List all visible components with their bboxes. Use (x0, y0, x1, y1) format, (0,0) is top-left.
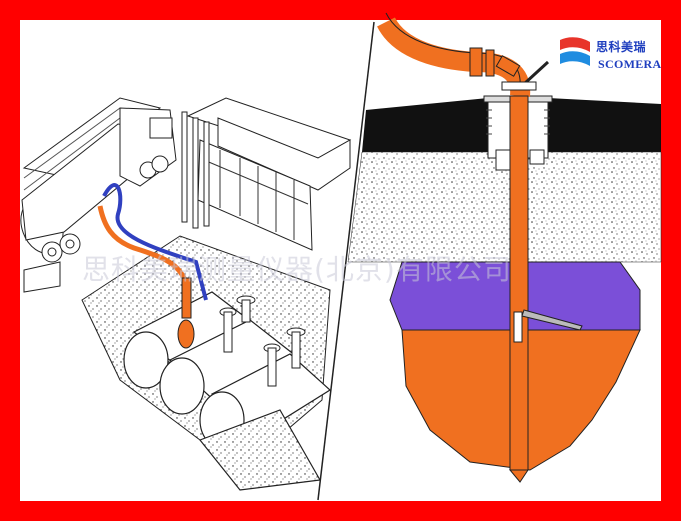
vapor-hose-blue (102, 183, 208, 301)
logo-name-cn: 思科美瑞 (596, 40, 647, 54)
drop-tube-left (177, 277, 195, 349)
tank-risers (219, 295, 306, 387)
vent-probe (522, 60, 550, 86)
gravel-backfill (347, 151, 662, 263)
station-building-wall (197, 139, 313, 251)
underground-tanks (123, 291, 331, 491)
ground-surface-layer (362, 98, 488, 152)
fill-pipe-coupler (469, 47, 521, 77)
tanker-truck (20, 97, 177, 293)
right-panel-cross-section (347, 12, 662, 483)
scomera-logo-mark (560, 37, 590, 66)
delivery-hose-orange (97, 205, 189, 319)
vent-pipes (181, 111, 210, 229)
drop-tube-outlet (508, 469, 529, 483)
overfill-valve-float (521, 309, 583, 331)
left-panel-station-scene (20, 97, 352, 491)
panel-divider (317, 21, 375, 501)
logo-name-en: SCOMERA (598, 57, 662, 71)
company-watermark: 思科美瑞测量仪器(北京)有限公司 (82, 253, 512, 286)
